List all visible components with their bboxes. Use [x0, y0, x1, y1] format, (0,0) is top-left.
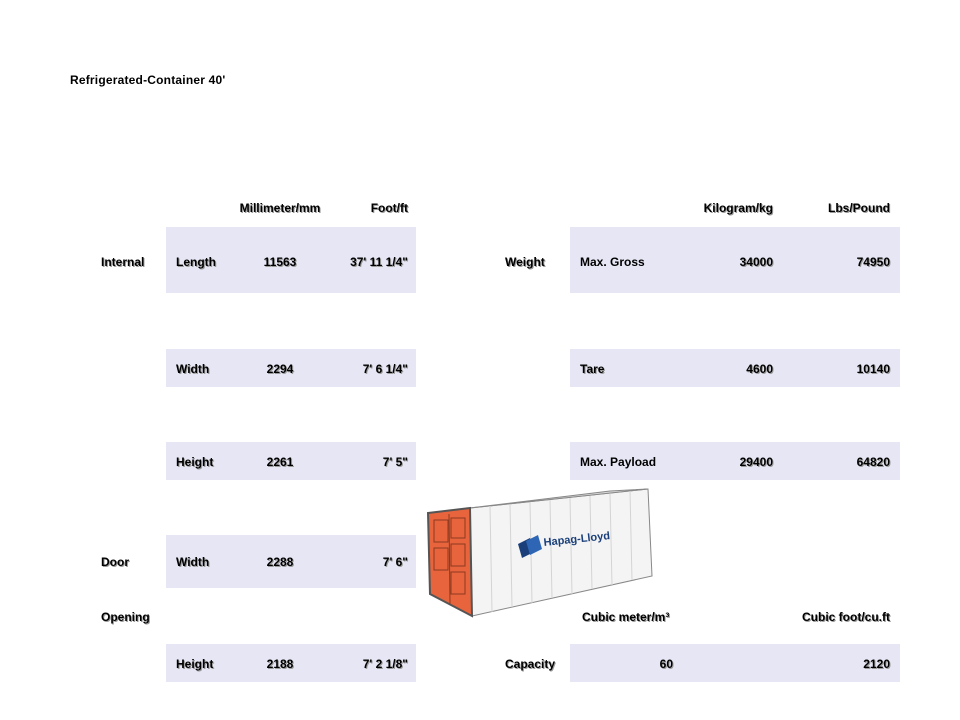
group-door: Door — [101, 555, 129, 569]
group-opening: Opening — [101, 610, 150, 624]
row-ft: 7' 5" — [382, 455, 408, 469]
hapag-lloyd-logo-icon — [518, 535, 542, 558]
row-label: Width — [176, 362, 210, 376]
band-max-payload — [570, 442, 900, 480]
row-ft: 7' 6 1/4" — [362, 362, 408, 376]
header-cubic-foot: Cubic foot/cu.ft — [802, 610, 890, 624]
band-internal-height — [166, 442, 416, 480]
row-mm: 11563 — [263, 255, 297, 269]
row-label: Max. Gross — [580, 255, 645, 269]
page-title: Refrigerated-Container 40' — [70, 73, 226, 87]
header-kilogram: Kilogram/kg — [703, 201, 773, 215]
capacity-cuft: 2120 — [863, 657, 890, 671]
band-max-gross — [570, 227, 900, 293]
row-ft: 7' 6" — [382, 555, 408, 569]
row-label: Width — [176, 555, 210, 569]
band-door-height — [166, 644, 416, 682]
row-kg: 4600 — [746, 362, 773, 376]
header-foot: Foot/ft — [370, 201, 408, 215]
header-millimeter: Millimeter/mm — [239, 201, 321, 215]
capacity-m3: 60 — [659, 657, 673, 671]
row-label: Height — [176, 657, 214, 671]
group-weight: Weight — [505, 255, 545, 269]
header-cubic-meter: Cubic meter/m³ — [582, 610, 670, 624]
row-label: Max. Payload — [580, 455, 657, 469]
row-mm: 2261 — [266, 455, 294, 469]
row-lbs: 74950 — [856, 255, 890, 269]
row-kg: 29400 — [739, 455, 773, 469]
header-lbs: Lbs/Pound — [828, 201, 890, 215]
band-internal-length — [166, 227, 416, 293]
band-tare — [570, 349, 900, 387]
row-ft: 7' 2 1/8" — [362, 657, 408, 671]
row-mm: 2188 — [266, 657, 294, 671]
group-internal: Internal — [101, 255, 145, 269]
row-lbs: 64820 — [856, 455, 890, 469]
row-mm: 2288 — [266, 555, 294, 569]
row-kg: 34000 — [739, 255, 773, 269]
row-ft: 37' 11 1/4" — [350, 255, 408, 269]
row-lbs: 10140 — [856, 362, 890, 376]
row-label: Height — [176, 455, 214, 469]
band-capacity — [570, 644, 900, 682]
row-label: Tare — [580, 362, 605, 376]
row-label: Length — [176, 255, 216, 269]
group-capacity: Capacity — [505, 657, 556, 671]
container-illustration: Hapag-Lloyd — [426, 488, 653, 618]
row-mm: 2294 — [266, 362, 294, 376]
band-internal-width — [166, 349, 416, 387]
band-door-width — [166, 535, 416, 588]
